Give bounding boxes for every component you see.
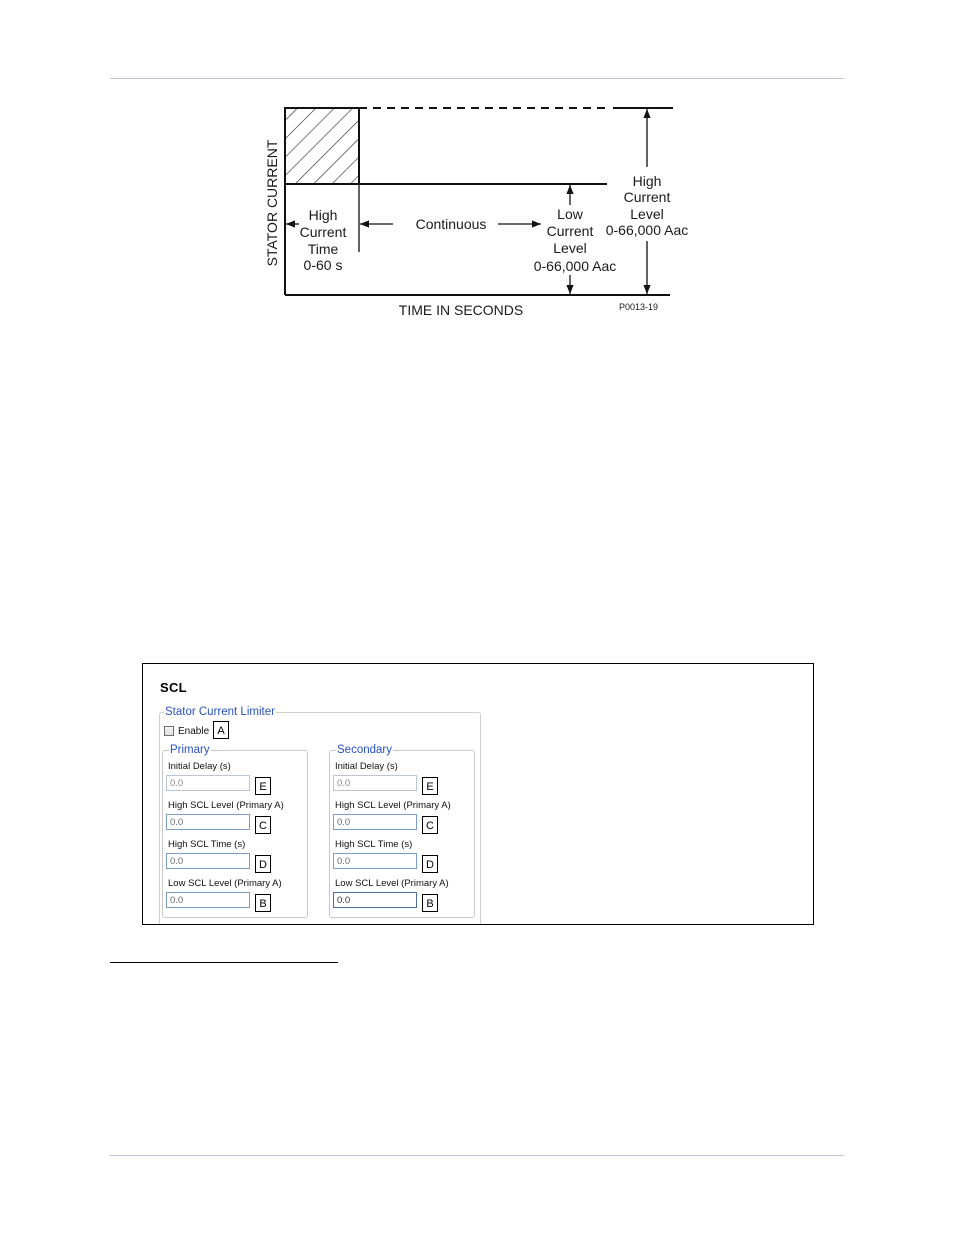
callout-primary-high-scl-level: C — [255, 816, 271, 834]
callout-primary-low-scl-level: B — [255, 894, 271, 912]
primary-low-scl-level-label: Low SCL Level (Primary A) — [168, 878, 282, 889]
secondary-legend: Secondary — [336, 744, 393, 757]
callout-primary-initial-delay: E — [255, 777, 271, 795]
enable-checkbox[interactable] — [164, 726, 174, 736]
figure-id: P0013-19 — [619, 302, 658, 312]
callout-enable: A — [213, 721, 229, 739]
panel-title: SCL — [160, 680, 187, 695]
high-current-time-line-3: Time — [308, 241, 339, 257]
high-current-level-line-4: 0-66,000 Aac — [606, 222, 689, 238]
low-current-level-line-3: Level — [553, 240, 586, 256]
secondary-high-scl-time-input[interactable] — [333, 853, 417, 869]
stator-current-limiter-group: Stator Current Limiter Enable — [159, 706, 481, 924]
callout-secondary-low-scl-level: B — [422, 894, 438, 912]
secondary-group: Secondary — [329, 744, 475, 918]
secondary-high-scl-level-input[interactable] — [333, 814, 417, 830]
high-current-time-line-1: High — [309, 207, 338, 223]
callout-primary-high-scl-time: D — [255, 855, 271, 873]
footer-rule — [110, 1155, 844, 1156]
header-rule — [110, 78, 844, 79]
primary-high-scl-level-input[interactable] — [166, 814, 250, 830]
high-current-level-line-3: Level — [630, 206, 663, 222]
scl-settings-panel: SCL Stator Current Limiter Enable A Prim… — [142, 663, 814, 925]
primary-high-scl-time-input[interactable] — [166, 853, 250, 869]
callout-secondary-initial-delay: E — [422, 777, 438, 795]
secondary-initial-delay-label: Initial Delay (s) — [335, 761, 398, 772]
primary-group: Primary — [162, 744, 308, 918]
primary-high-scl-level-label: High SCL Level (Primary A) — [168, 800, 284, 811]
enable-label: Enable — [178, 725, 210, 737]
footnote-rule — [110, 962, 338, 963]
stator-current-diagram: STATOR CURRENT TIME IN SECONDS P0013-19 … — [264, 107, 689, 318]
low-current-level-line-4: 0-66,000 Aac — [534, 258, 617, 274]
high-current-level-line-2: Current — [624, 189, 671, 205]
primary-legend: Primary — [169, 744, 211, 757]
x-axis-label: TIME IN SECONDS — [399, 302, 523, 318]
primary-low-scl-level-input[interactable] — [166, 892, 250, 908]
callout-secondary-high-scl-time: D — [422, 855, 438, 873]
continuous-label: Continuous — [416, 216, 487, 232]
high-current-region — [284, 107, 360, 185]
callout-secondary-high-scl-level: C — [422, 816, 438, 834]
high-current-time-line-4: 0-60 s — [304, 257, 343, 273]
low-current-level-line-2: Current — [547, 223, 594, 239]
secondary-low-scl-level-label: Low SCL Level (Primary A) — [335, 878, 449, 889]
high-current-time-line-2: Current — [300, 224, 347, 240]
low-current-level-line-1: Low — [557, 206, 584, 222]
secondary-high-scl-time-label: High SCL Time (s) — [335, 839, 413, 850]
y-axis-label: STATOR CURRENT — [264, 139, 280, 266]
enable-row[interactable]: Enable — [164, 723, 209, 739]
high-current-level-line-1: High — [633, 173, 662, 189]
primary-initial-delay-label: Initial Delay (s) — [168, 761, 231, 772]
secondary-low-scl-level-input[interactable] — [333, 892, 417, 908]
primary-initial-delay-input[interactable] — [166, 775, 250, 791]
secondary-high-scl-level-label: High SCL Level (Primary A) — [335, 800, 451, 811]
primary-high-scl-time-label: High SCL Time (s) — [168, 839, 246, 850]
stator-current-limiter-legend: Stator Current Limiter — [164, 706, 276, 719]
secondary-initial-delay-input[interactable] — [333, 775, 417, 791]
